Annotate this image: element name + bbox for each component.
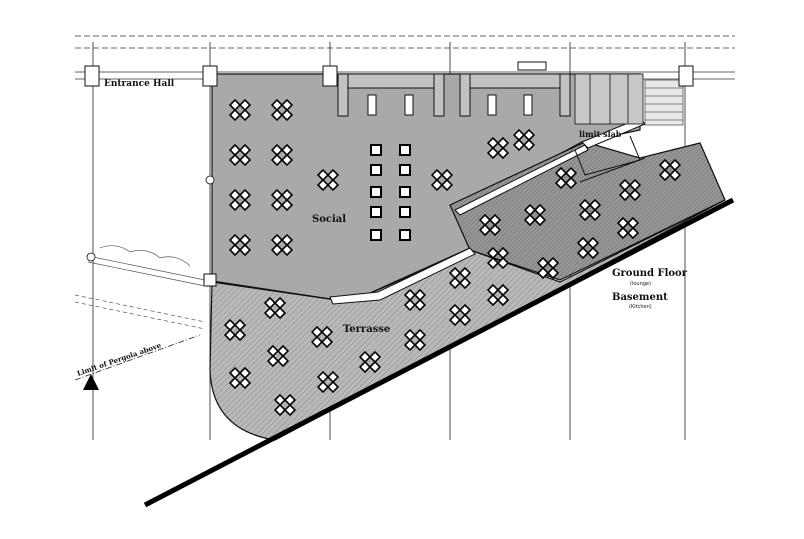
table-set-icon: [266, 344, 290, 368]
table-set-icon: [486, 283, 510, 307]
table-set-icon: [486, 136, 510, 160]
square-table: [399, 229, 411, 241]
table-set-icon: [478, 213, 502, 237]
table-set-icon: [316, 370, 340, 394]
square-table: [399, 206, 411, 218]
table-set-icon: [554, 166, 578, 190]
table-set-icon: [270, 143, 294, 167]
table-set-icon: [658, 158, 682, 182]
booth-tables: [367, 94, 533, 116]
social-square-tables: [370, 144, 411, 241]
table-set-icon: [576, 236, 600, 260]
square-table: [399, 144, 411, 156]
label-basement: Basement: [612, 292, 668, 303]
table-set-icon: [228, 188, 252, 212]
table-set-icon: [228, 233, 252, 257]
table-set-icon: [270, 98, 294, 122]
square-table: [370, 186, 382, 198]
label-terrasse: Terrasse: [343, 324, 390, 335]
table-set-icon: [316, 168, 340, 192]
table-set-icon: [616, 216, 640, 240]
table-set-icon: [430, 168, 454, 192]
square-table: [370, 229, 382, 241]
site-boundary-line: [143, 197, 735, 508]
grid-markers: [86, 175, 215, 262]
label-lounge: (lounge): [630, 281, 651, 287]
table-set-icon: [486, 246, 510, 270]
north-arrow-icon: [83, 374, 99, 390]
label-kitchen: (Kitchen): [629, 304, 652, 310]
table-set-icon: [536, 256, 560, 280]
square-table: [370, 144, 382, 156]
columns: [84, 65, 694, 287]
table-set-icon: [270, 233, 294, 257]
table-set-icon: [358, 350, 382, 374]
square-table: [370, 206, 382, 218]
table-set-icon: [618, 178, 642, 202]
table-set-icon: [263, 296, 287, 320]
table-set-icon: [228, 143, 252, 167]
table-set-icon: [310, 325, 334, 349]
table-set-icon: [448, 303, 472, 327]
square-table: [370, 164, 382, 176]
label-social: Social: [312, 214, 346, 225]
toilet-block: [574, 73, 644, 125]
table-set-icon: [273, 393, 297, 417]
table-set-icon: [578, 198, 602, 222]
social-table-sets: [228, 98, 536, 257]
pergola-limit-line: [74, 334, 201, 381]
table-set-icon: [223, 318, 247, 342]
table-set-icon: [403, 288, 427, 312]
label-pergola: Limit of Pergola above: [76, 340, 163, 377]
terrace-table-sets: [223, 158, 682, 417]
label-limit-slab: limit slab: [579, 129, 622, 139]
staircase: [644, 79, 684, 126]
label-ground-floor: Ground Floor: [612, 268, 688, 279]
limit-slab-outline: [574, 135, 646, 183]
upper-boundary-lines: [75, 35, 735, 80]
square-table: [399, 186, 411, 198]
entrance-hall-lines: [74, 245, 206, 330]
table-set-icon: [523, 203, 547, 227]
table-set-icon: [270, 188, 294, 212]
square-table: [399, 164, 411, 176]
table-set-icon: [403, 328, 427, 352]
table-set-icon: [228, 98, 252, 122]
table-set-icon: [512, 128, 536, 152]
label-entrance-hall: Entrance Hall: [104, 79, 175, 89]
booth-seating: [337, 61, 571, 117]
table-set-icon: [448, 266, 472, 290]
table-set-icon: [228, 366, 252, 390]
